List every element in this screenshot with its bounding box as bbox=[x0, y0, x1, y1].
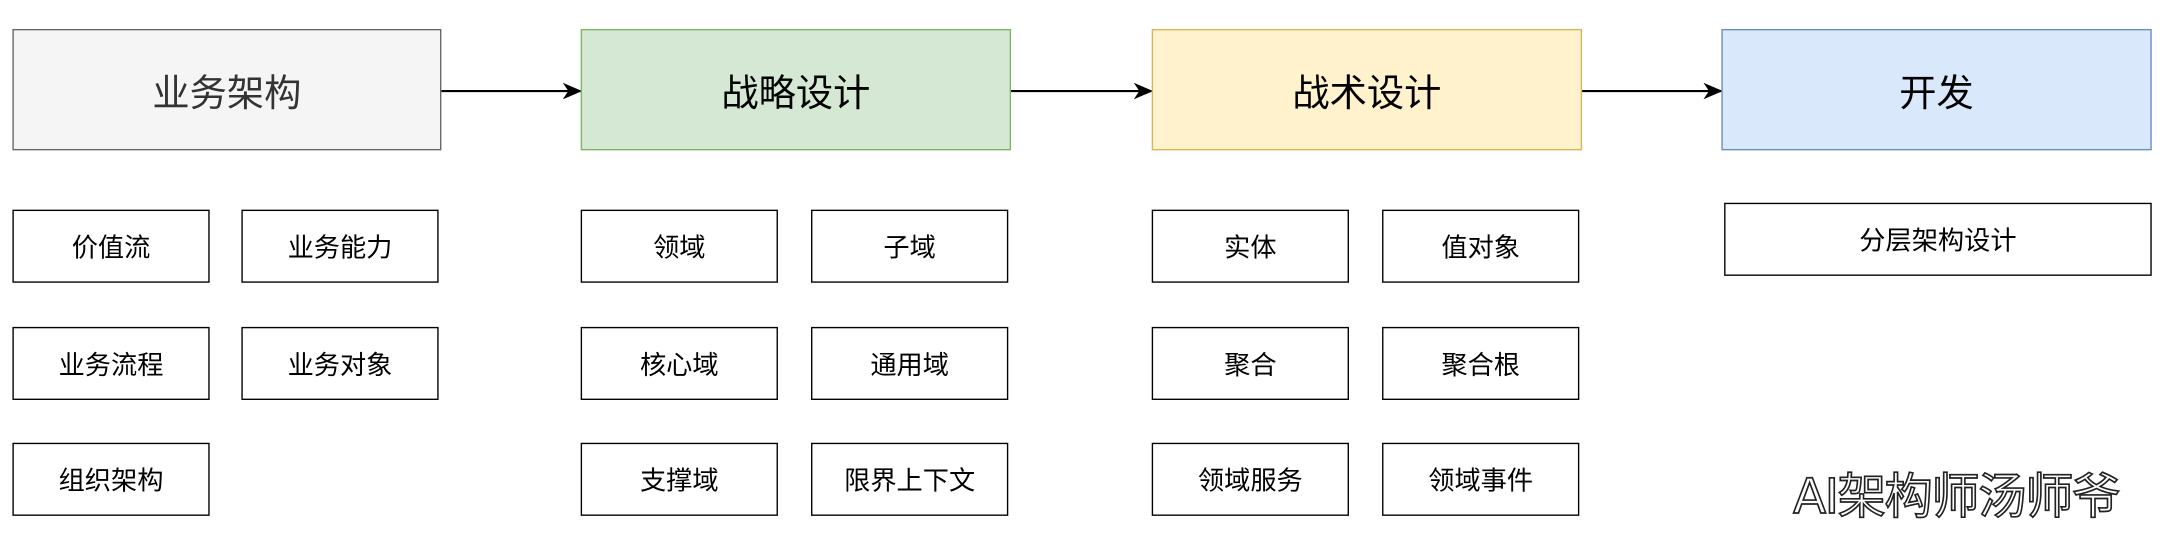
node-business-process: 业务流程 bbox=[12, 326, 210, 400]
node-organization-structure: 组织架构 bbox=[12, 442, 210, 516]
node-business-object: 业务对象 bbox=[241, 326, 439, 400]
node-domain-event: 领域事件 bbox=[1382, 442, 1580, 516]
watermark-text: AI架构师汤师爷 bbox=[1792, 470, 2121, 526]
node-subdomain: 子域 bbox=[811, 209, 1009, 283]
node-layered-architecture-design: 分层架构设计 bbox=[1724, 202, 2152, 276]
node-entity: 实体 bbox=[1151, 209, 1349, 283]
node-value-stream: 价值流 bbox=[12, 209, 210, 283]
node-domain: 领域 bbox=[580, 209, 778, 283]
node-supporting-domain: 支撑域 bbox=[580, 442, 778, 516]
node-core-domain: 核心域 bbox=[580, 326, 778, 400]
header-business-architecture: 业务架构 bbox=[12, 28, 442, 151]
node-value-object: 值对象 bbox=[1382, 209, 1580, 283]
header-development: 开发 bbox=[1721, 28, 2152, 151]
node-aggregate: 聚合 bbox=[1151, 326, 1349, 400]
node-business-capability: 业务能力 bbox=[241, 209, 439, 283]
node-aggregate-root: 聚合根 bbox=[1382, 326, 1580, 400]
node-bounded-context: 限界上下文 bbox=[811, 442, 1009, 516]
header-tactical-design: 战术设计 bbox=[1151, 28, 1583, 151]
header-strategic-design: 战略设计 bbox=[580, 28, 1012, 151]
node-domain-service: 领域服务 bbox=[1151, 442, 1349, 516]
node-generic-domain: 通用域 bbox=[811, 326, 1009, 400]
